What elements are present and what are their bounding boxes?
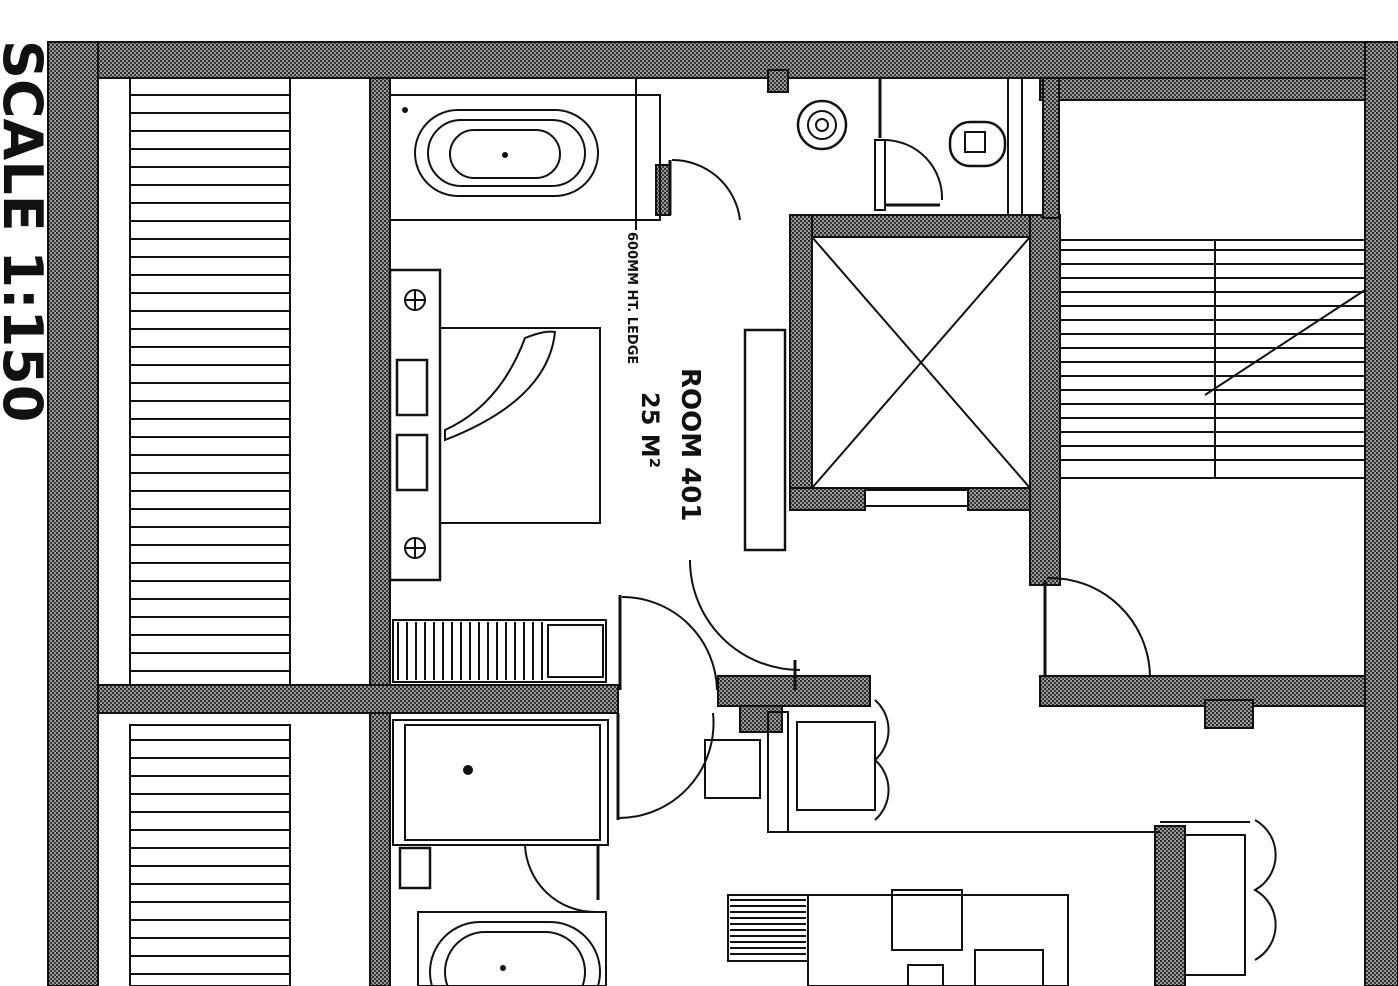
- basin: [796, 99, 848, 151]
- entry-door-corridor: [689, 559, 801, 690]
- toilet: [948, 120, 1007, 168]
- interior-walls: [97, 69, 1366, 986]
- scale-label: SCALE 1:150: [0, 40, 54, 422]
- stair-door: [1043, 576, 1151, 677]
- outer-walls: [47, 41, 1398, 986]
- room-name: ROOM 401: [675, 368, 705, 521]
- bathtub-upper: [389, 94, 661, 221]
- wc-cubicle: [874, 78, 1023, 215]
- ledge-label: 600MM HT. LEDGE: [624, 232, 639, 364]
- bathtub-lower: [398, 846, 607, 986]
- lower-door: [616, 712, 761, 820]
- lower-furniture: [727, 889, 1069, 986]
- bathroom-door: [668, 158, 741, 221]
- bed: [388, 268, 601, 582]
- desk: [743, 328, 787, 552]
- shower-lower: [392, 719, 609, 914]
- lift-shaft: [811, 236, 1031, 507]
- stairs: [1059, 239, 1366, 479]
- balcony-upper: [129, 77, 291, 686]
- room-area: 25 M²: [636, 392, 664, 468]
- entry-door-left: [618, 595, 718, 691]
- balcony-lower: [129, 724, 291, 986]
- wardrobe: [392, 619, 607, 683]
- cupboards: [767, 699, 1277, 976]
